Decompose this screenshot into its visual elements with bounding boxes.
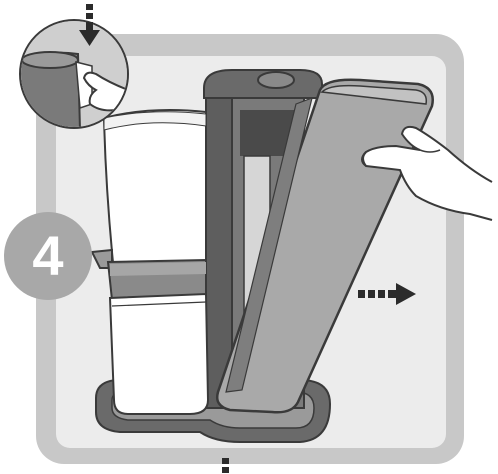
- carafe: [110, 294, 208, 414]
- dashed-down-arrow-icon: [222, 458, 229, 473]
- detail-inset: [20, 4, 130, 130]
- step-number-badge: 4: [4, 212, 92, 300]
- step-number: 4: [32, 228, 63, 284]
